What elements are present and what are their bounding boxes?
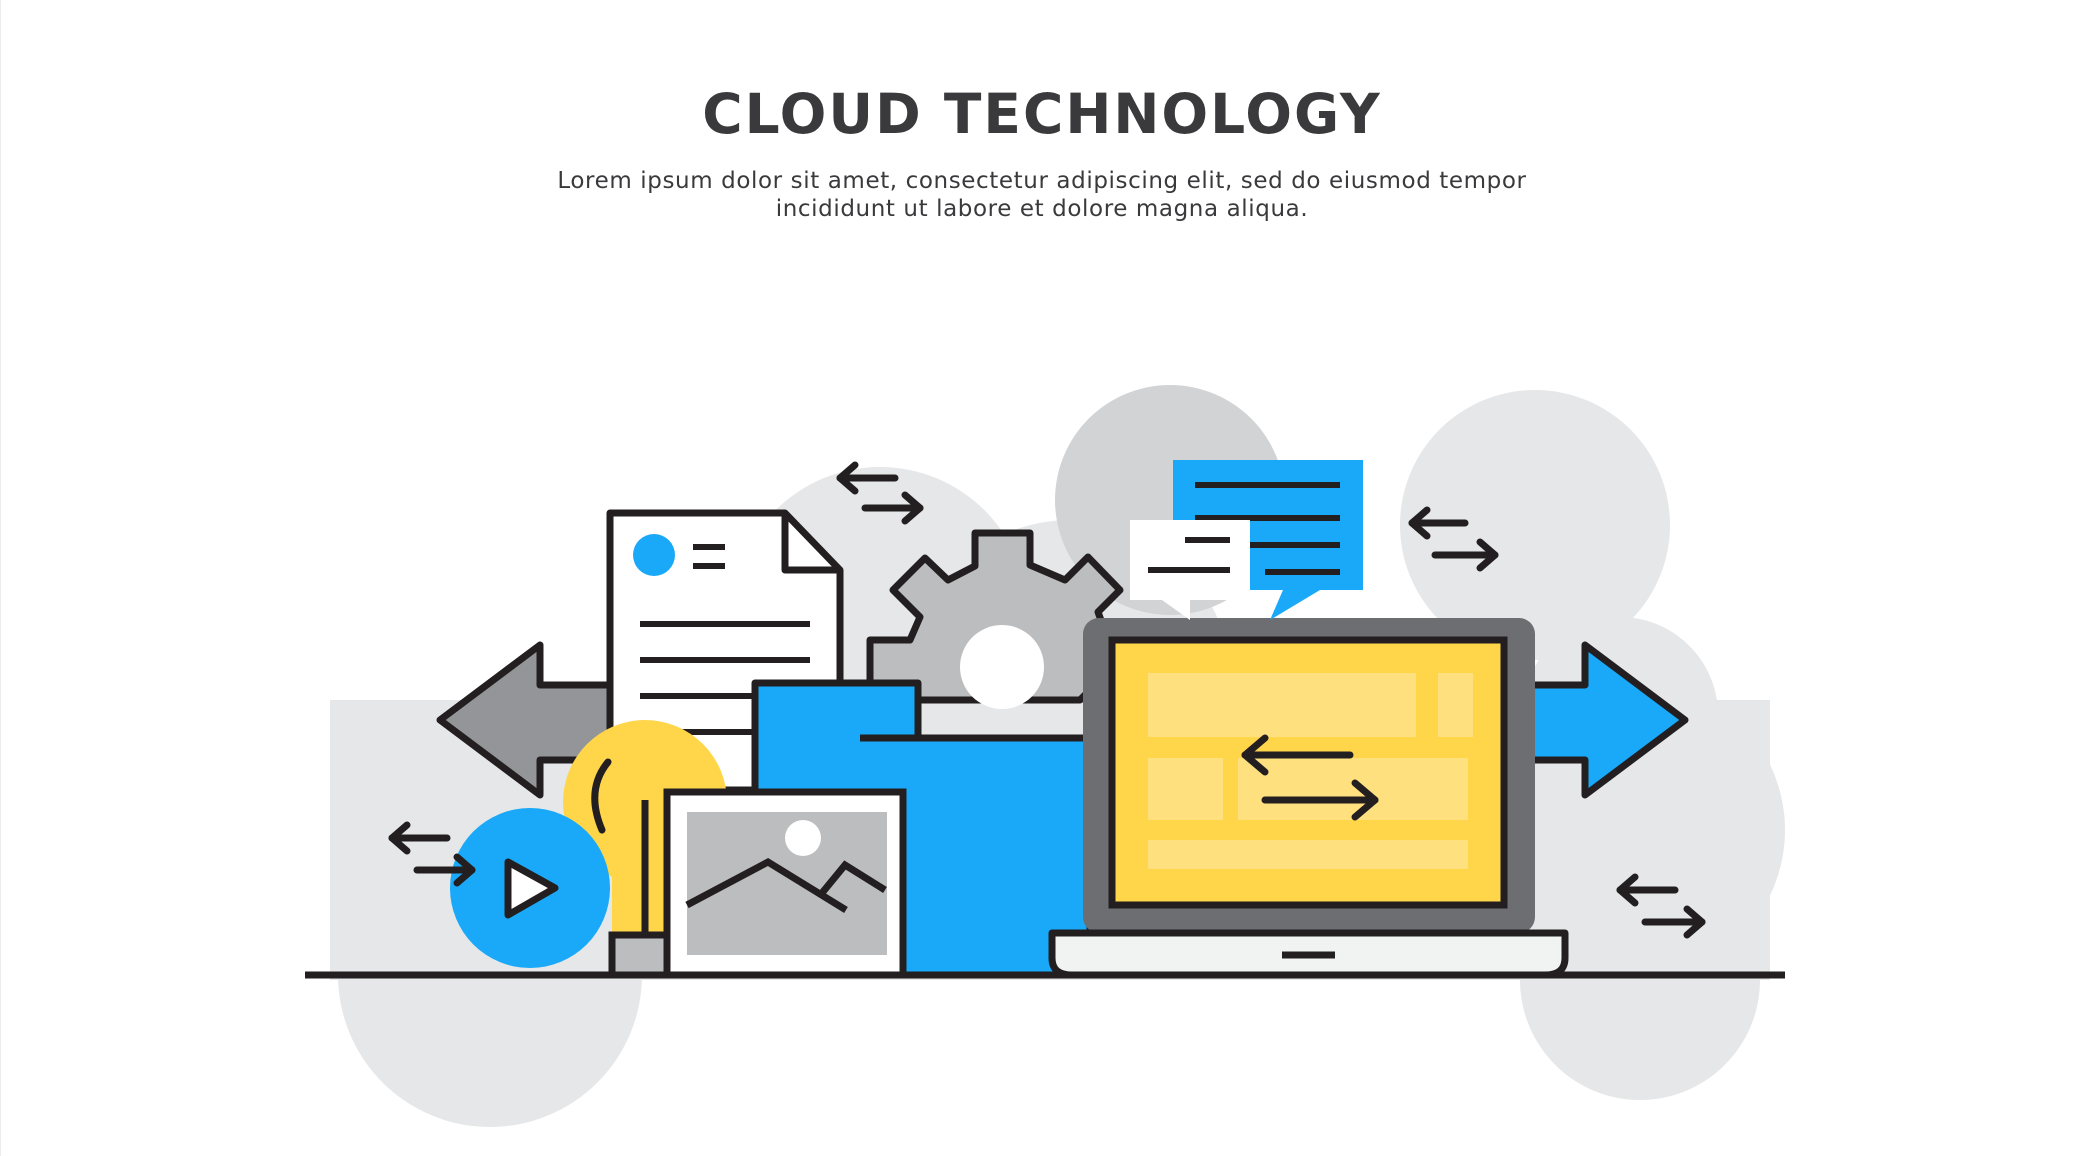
subtitle-line-2: incididunt ut labore et dolore magna ali… <box>775 196 1309 222</box>
page-border <box>0 0 1 1156</box>
transfer-arrows-icon <box>388 461 1706 939</box>
laptop-icon <box>1048 618 1569 979</box>
page-title: CLOUD TECHNOLOGY <box>702 82 1382 146</box>
chat-bubble-icon <box>1130 460 1363 620</box>
gear-icon <box>866 529 1124 709</box>
transfer-arrows-icon <box>1241 734 1379 821</box>
image-icon <box>663 788 907 979</box>
play-icon <box>450 808 610 968</box>
subtitle-line-1: Lorem ipsum dolor sit amet, consectetur … <box>557 168 1527 194</box>
